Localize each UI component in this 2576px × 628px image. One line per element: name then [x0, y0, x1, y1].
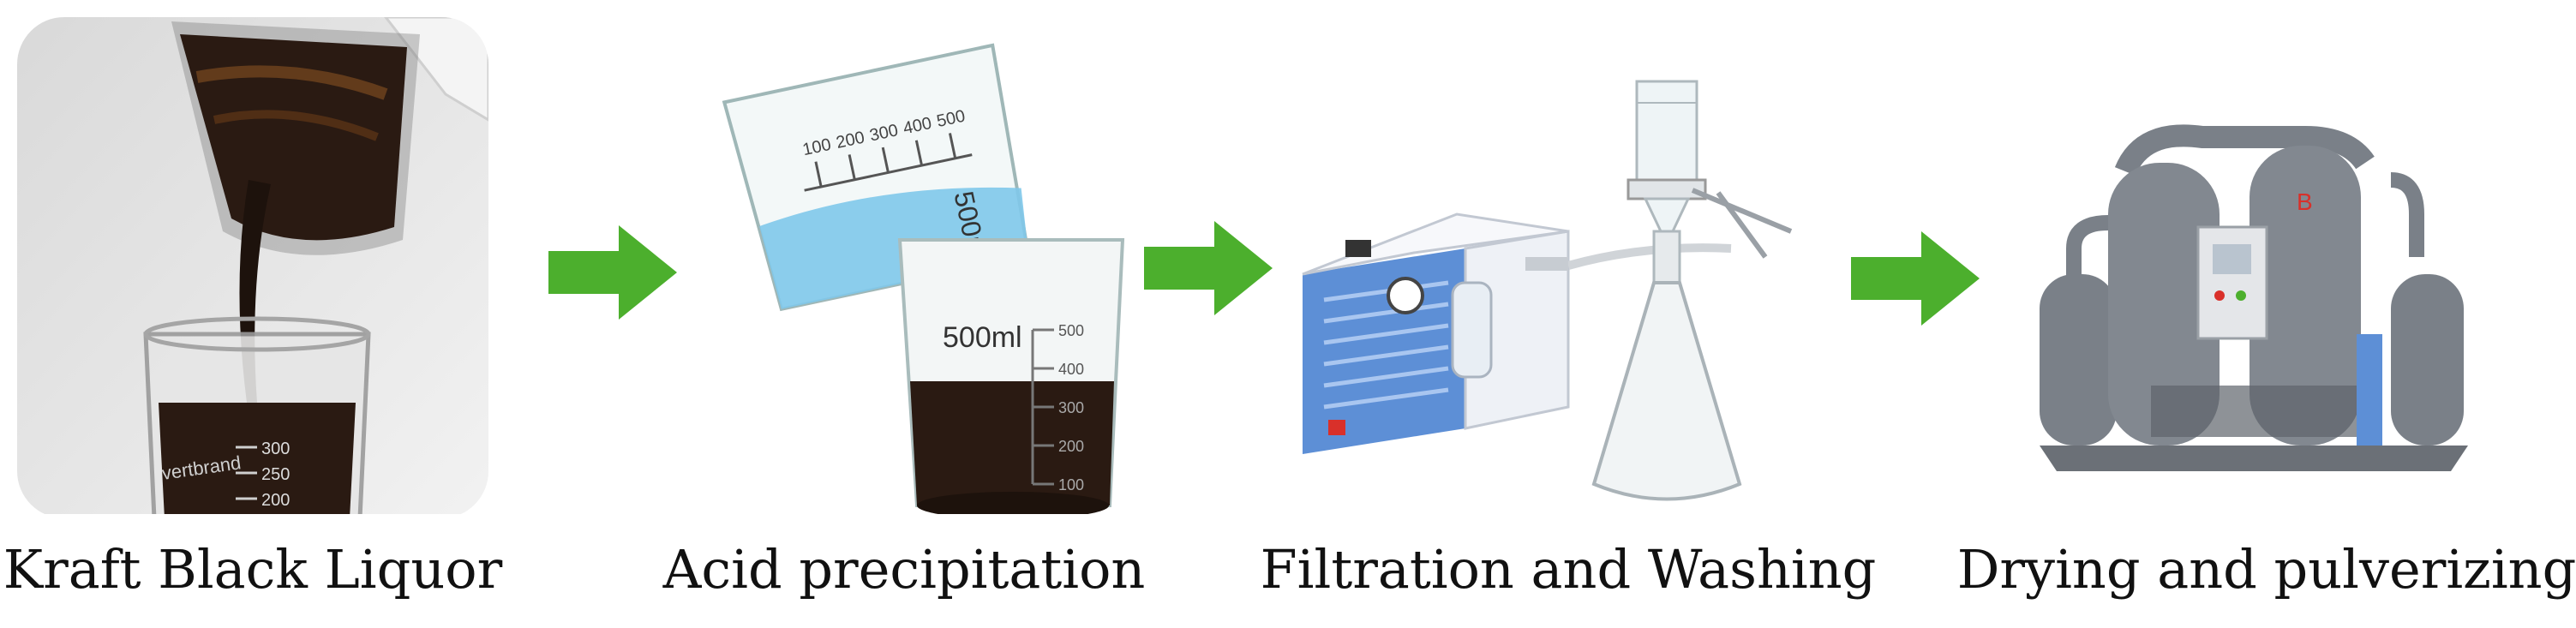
- process-arrow-3: [1851, 231, 1980, 326]
- process-arrow-2: [1144, 221, 1273, 315]
- process-arrow-1: [548, 225, 677, 320]
- step-label-drying-pulverizing: Drying and pulverizing: [1956, 538, 2576, 601]
- stage-acid-precipitation: 100 200 300 400 500 500ml 500ml 500 400 …: [686, 0, 1131, 514]
- beaker-tick-label: 250: [261, 465, 290, 484]
- step-label-acid-precipitation: Acid precipitation: [662, 538, 1146, 601]
- lower-beaker-tick: 100: [1058, 476, 1084, 493]
- step-label-filtration-washing: Filtration and Washing: [1260, 538, 1877, 601]
- tank-letter: B: [2297, 188, 2313, 215]
- lower-beaker-tick: 300: [1058, 399, 1084, 416]
- lower-beaker-volume: 500ml: [943, 321, 1022, 354]
- acid-precipitation-illustration: 100 200 300 400 500 500ml 500ml 500 400 …: [722, 43, 1125, 514]
- stage-drying-pulverizing: B: [2022, 0, 2485, 514]
- step-label-kraft-black-liquor: Kraft Black Liquor: [3, 538, 503, 601]
- lower-beaker-tick: 200: [1058, 438, 1084, 455]
- stage-filtration-washing: [1285, 0, 1817, 514]
- beaker-tick-label: 300: [261, 440, 290, 458]
- lower-beaker-tick: 500: [1058, 322, 1084, 339]
- beaker-tick-label: 200: [261, 491, 290, 510]
- stage-kraft-black-liquor: 300 250 200 vertbrand: [17, 0, 488, 514]
- dryer-illustration: B: [2040, 124, 2468, 471]
- lower-beaker-tick: 400: [1058, 361, 1084, 378]
- kraft-liquor-illustration: 300 250 200 vertbrand: [17, 17, 488, 514]
- filtration-illustration: [1302, 80, 1793, 501]
